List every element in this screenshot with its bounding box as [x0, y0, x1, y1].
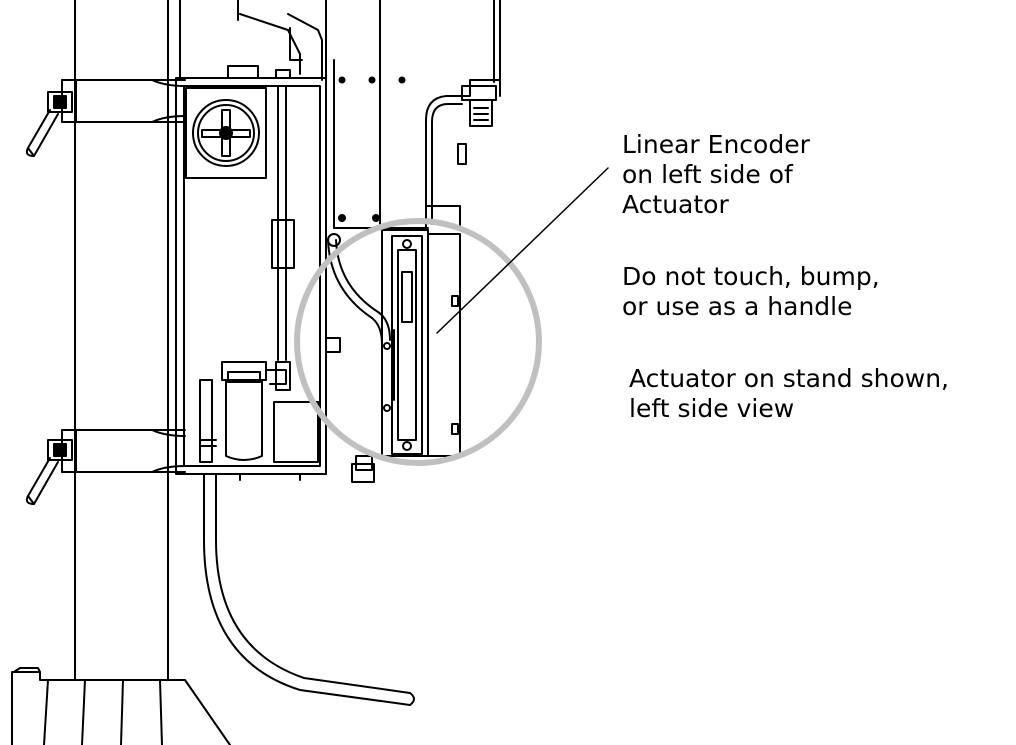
- encoder-cable: [327, 233, 391, 345]
- actuator-right-housing: [425, 79, 501, 231]
- encoder-highlight-circle: [294, 218, 542, 466]
- upper-clamp-lever-icon: [25, 109, 59, 157]
- warning-callout-line: or use as a handle: [622, 292, 853, 321]
- warning-callout-line: Do not touch, bump,: [622, 262, 880, 291]
- encoder-callout-line: Actuator: [622, 190, 729, 219]
- lower-clamp: [47, 429, 186, 473]
- encoder-callout-line: on left side of: [622, 160, 793, 189]
- stand-base: [11, 667, 231, 745]
- linear-encoder-icon: [381, 229, 461, 457]
- callout-leader-line: [436, 167, 609, 334]
- encoder-callout: Linear Encoder on left side of Actuator: [622, 130, 810, 220]
- stand-column: [74, 0, 169, 681]
- encoder-mount: [325, 227, 375, 483]
- encoder-callout-line: Linear Encoder: [622, 130, 810, 159]
- actuator-upper-body: [179, 0, 501, 229]
- upper-clamp: [47, 79, 186, 123]
- view-caption-line: Actuator on stand shown,: [629, 364, 949, 393]
- pressure-gauge-icon: [185, 87, 267, 179]
- view-caption-line: left side view: [629, 394, 795, 423]
- carriage-tubing: [199, 85, 295, 463]
- filter-regulator-icon: [221, 361, 319, 463]
- view-caption: Actuator on stand shown, left side view: [629, 364, 949, 424]
- supply-hose: [203, 473, 415, 706]
- warning-callout: Do not touch, bump, or use as a handle: [622, 262, 880, 322]
- lower-clamp-lever-icon: [25, 457, 59, 505]
